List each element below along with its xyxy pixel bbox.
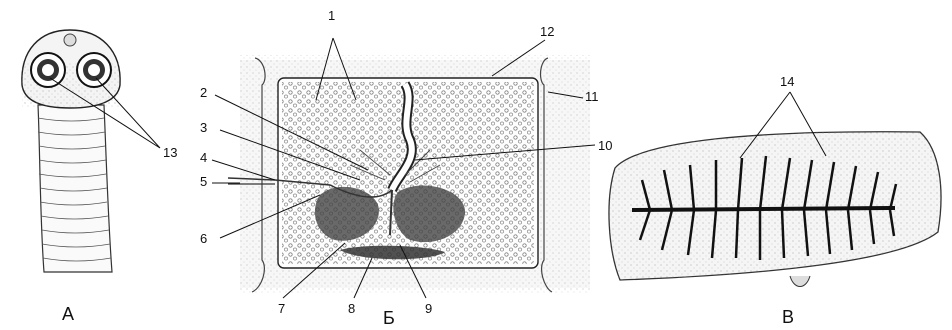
label-2: 2 <box>200 85 207 100</box>
label-8: 8 <box>348 301 355 316</box>
caption-a: А <box>62 304 74 324</box>
label-5: 5 <box>200 174 207 189</box>
label-7: 7 <box>278 301 285 316</box>
label-10: 10 <box>598 138 612 153</box>
label-3: 3 <box>200 120 207 135</box>
label-12: 12 <box>540 24 554 39</box>
caption-v: В <box>782 307 794 327</box>
label-6: 6 <box>200 231 207 246</box>
label-1: 1 <box>328 8 335 23</box>
label-9: 9 <box>425 301 432 316</box>
caption-b: Б <box>383 308 395 328</box>
label-11: 11 <box>585 89 599 104</box>
panel-b-proglottid <box>228 55 590 293</box>
panel-a-scolex <box>22 30 120 272</box>
label-14: 14 <box>780 74 794 89</box>
label-4: 4 <box>200 150 207 165</box>
panel-v-gravid-proglottid <box>609 132 941 287</box>
label-13: 13 <box>163 145 177 160</box>
